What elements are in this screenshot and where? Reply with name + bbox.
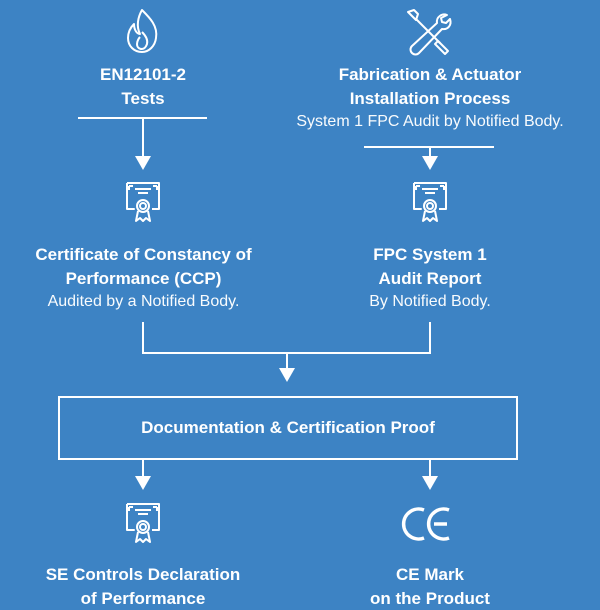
certificate-icon <box>126 503 160 543</box>
ce-mark-title-line1: CE Mark <box>395 565 465 584</box>
documentation-label: Documentation & Certification Proof <box>141 418 435 437</box>
ccp-subtitle: Audited by a Notified Body. <box>47 293 240 310</box>
declaration-title-line2: of Performance <box>80 589 206 608</box>
fpc-report-title-line2: Audit Report <box>378 269 482 288</box>
certificate-icon <box>126 182 160 222</box>
arrow-to-fpc <box>422 156 438 170</box>
fpc-report-title-line1: FPC System 1 <box>373 245 487 264</box>
documentation-box: Documentation & Certification Proof <box>58 396 518 460</box>
ccp-title-line2: Performance (CCP) <box>65 269 222 288</box>
fpc-report-subtitle: By Notified Body. <box>369 293 491 310</box>
declaration-title-line1: SE Controls Declaration <box>45 565 241 584</box>
certificate-icon <box>413 182 447 222</box>
arrow-to-declaration <box>135 476 151 490</box>
tests-title-line1: EN12101-2 <box>99 65 186 84</box>
ce-mark-title-line2: on the Product <box>370 589 490 608</box>
tests-title-line2: Tests <box>121 89 165 108</box>
fabrication-subtitle: System 1 FPC Audit by Notified Body. <box>296 113 564 130</box>
arrow-to-documentation <box>279 368 295 382</box>
ce-mark-icon <box>401 507 450 541</box>
tools-icon <box>407 9 452 56</box>
fabrication-title-line1: Fabrication & Actuator <box>338 65 522 84</box>
flame-icon <box>127 9 158 53</box>
arrow-to-ccp <box>135 156 151 170</box>
ccp-title-line1: Certificate of Constancy of <box>35 245 252 264</box>
arrow-to-ce <box>422 476 438 490</box>
fabrication-title-line2: Installation Process <box>349 89 511 108</box>
